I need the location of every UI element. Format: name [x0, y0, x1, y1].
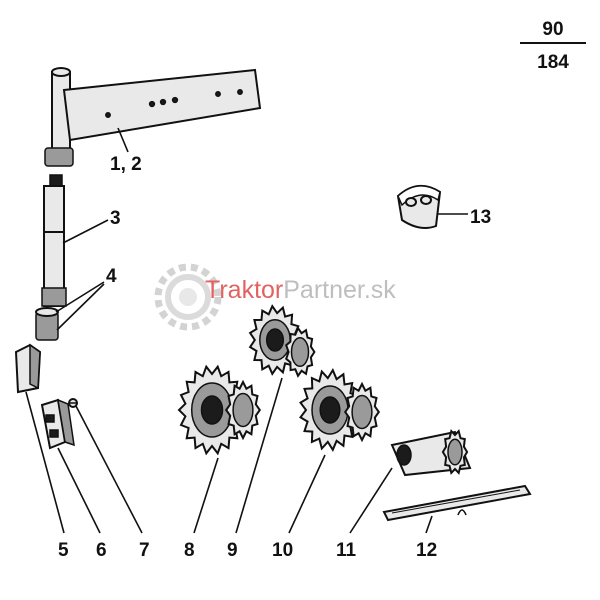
- part-label-6: 6: [96, 540, 107, 561]
- gear-small-icon: [343, 381, 381, 443]
- leader-6: [57, 447, 101, 534]
- plate-icon: [40, 398, 75, 450]
- leader-8: [193, 457, 219, 534]
- part-label-12: 12: [416, 540, 437, 561]
- watermark-brand-red: Traktor: [205, 276, 283, 304]
- leader-12: [425, 515, 433, 534]
- part-label-4: 4: [106, 266, 117, 287]
- leader-4b: [56, 283, 105, 331]
- gear-small-icon: [224, 379, 262, 441]
- splined-sleeve-icon: [390, 429, 472, 477]
- gear-icon: [299, 368, 362, 452]
- leader-1-2: [117, 127, 129, 153]
- half-bearing-shell-icon: [396, 185, 442, 229]
- part-label-10: 10: [272, 540, 293, 561]
- page-number-bottom: 184: [537, 52, 569, 73]
- leader-7: [75, 405, 143, 534]
- leader-11: [349, 467, 393, 534]
- gear-small-icon: [441, 429, 469, 475]
- key-bar-icon: [382, 484, 532, 522]
- svg-text:TraktorPartner.sk: TraktorPartner.sk: [205, 276, 396, 304]
- leader-5: [25, 391, 65, 534]
- part-label-1-2: 1, 2: [110, 154, 142, 175]
- part-label-3: 3: [110, 208, 121, 229]
- watermark-brand-gray: Partner.sk: [283, 276, 396, 304]
- shaft-icon: [41, 174, 67, 307]
- part-labels: 1, 2 3 4 5 6 7 8 9 10 11 12 13: [58, 154, 491, 561]
- screw-icon: [68, 398, 78, 408]
- part-label-8: 8: [184, 540, 195, 561]
- part-label-5: 5: [58, 540, 69, 561]
- leader-4a: [55, 281, 105, 313]
- bushing-icon: [35, 307, 59, 341]
- part-label-11: 11: [336, 540, 357, 561]
- watermark-gear-icon: [154, 263, 222, 331]
- gear-icon: [177, 364, 247, 456]
- leader-3: [62, 219, 109, 244]
- part-label-13: 13: [470, 207, 491, 228]
- page-number: 90 184: [520, 19, 586, 73]
- leader-lines: [25, 127, 468, 534]
- block-icon: [14, 343, 42, 394]
- part-label-9: 9: [227, 540, 238, 561]
- shift-lever-bar-icon: [44, 67, 262, 167]
- leader-10: [288, 454, 326, 534]
- gear-small-icon: [285, 326, 316, 378]
- watermark: TraktorPartner.sk: [154, 263, 396, 331]
- leader-9: [235, 377, 283, 534]
- part-label-7: 7: [139, 540, 150, 561]
- page-number-top: 90: [542, 19, 563, 40]
